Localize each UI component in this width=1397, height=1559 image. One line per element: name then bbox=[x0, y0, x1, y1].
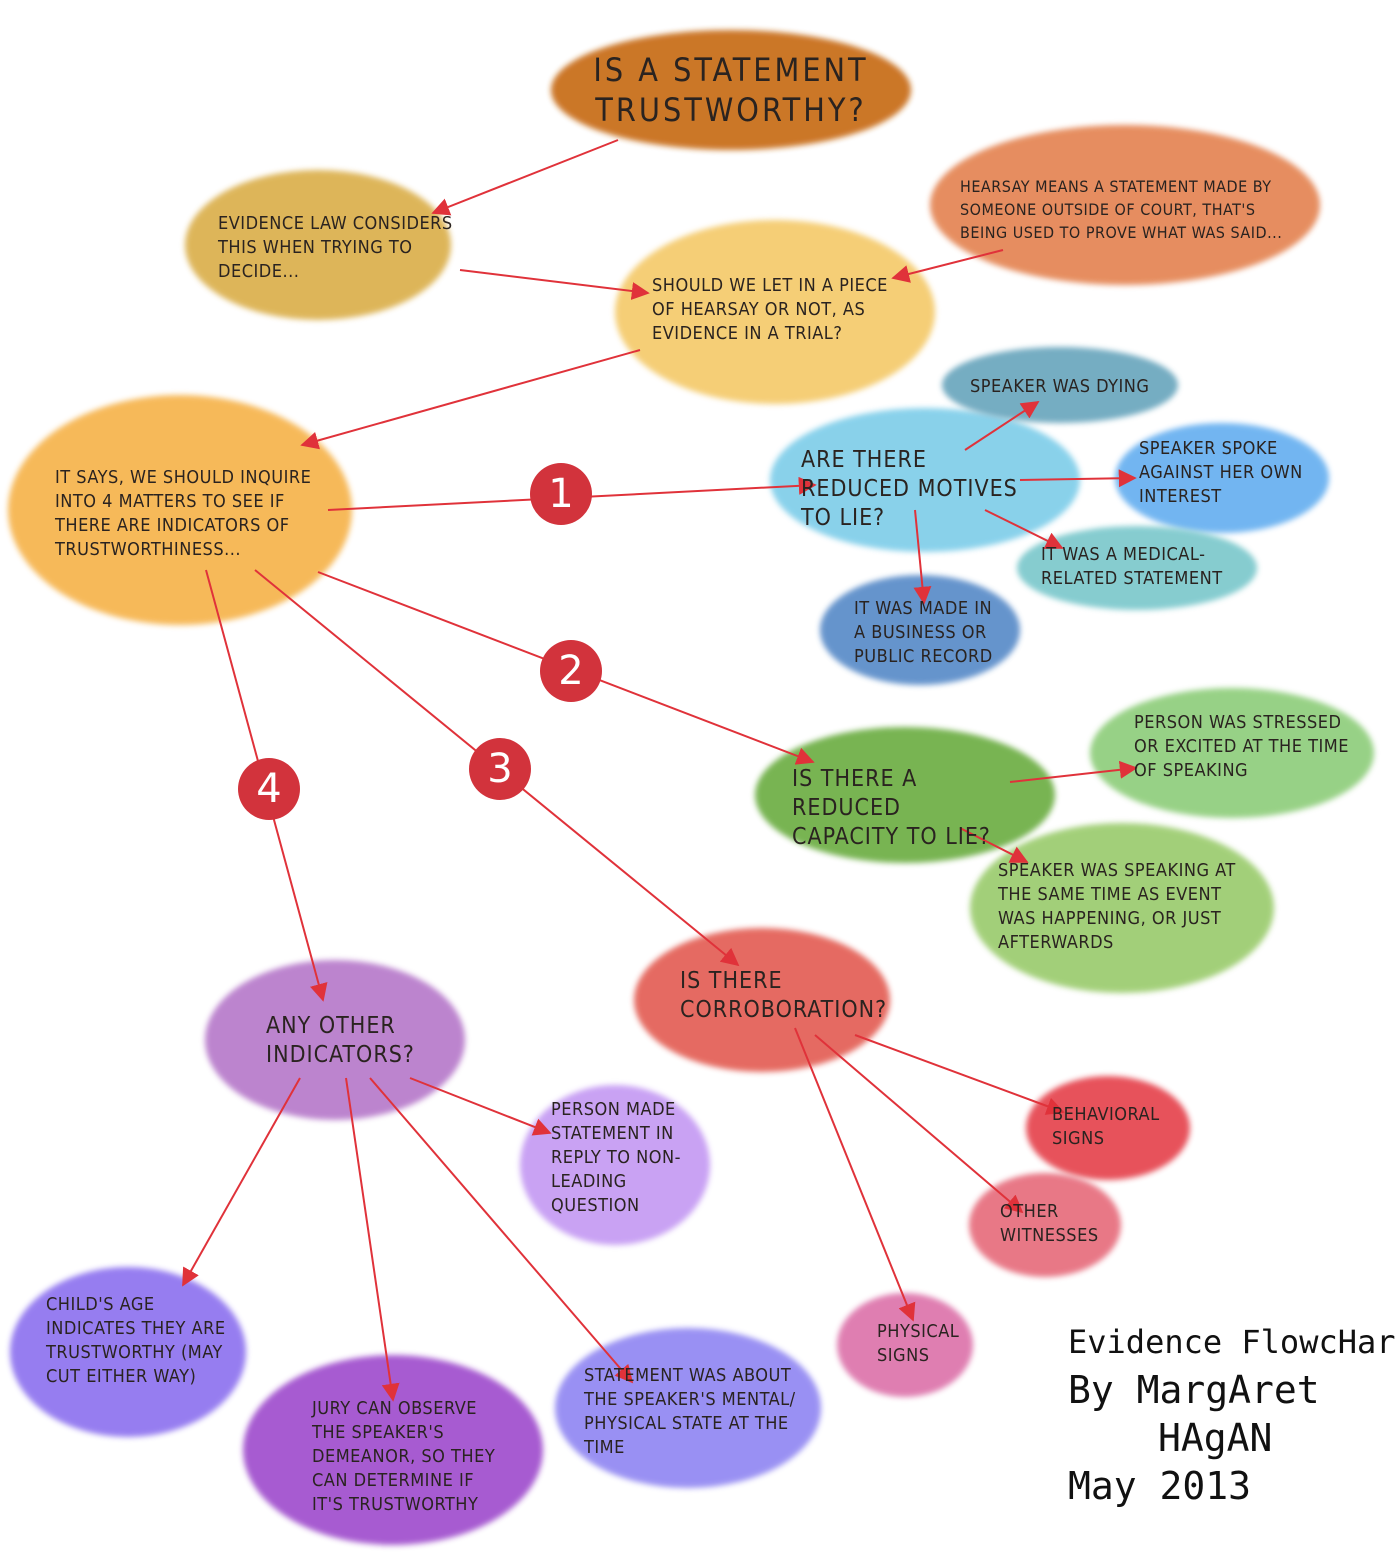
capacity-text: IS THERE A REDUCED CAPACITY TO LIE? bbox=[792, 766, 991, 850]
arrow-title-to-evidence-law bbox=[431, 139, 619, 216]
motives-blob bbox=[770, 408, 1080, 552]
dying-text: SPEAKER WAS DYING bbox=[970, 376, 1150, 397]
other-witnesses-text: OTHER WITNESSES bbox=[1000, 1201, 1099, 1246]
title-blob bbox=[551, 30, 911, 150]
arrow-hearsay-to-question bbox=[891, 249, 1004, 283]
against-interest-text: SPEAKER SPOKE AGAINST HER OWN INTEREST bbox=[1139, 438, 1303, 507]
evidence-law-text: EVIDENCE LAW CONSIDERS THIS WHEN TRYING … bbox=[218, 213, 453, 282]
inquire-blob bbox=[8, 395, 352, 625]
title-text: IS A STATEMENT TRUSTWORTHY? bbox=[593, 51, 869, 129]
against-interest-blob bbox=[1115, 423, 1329, 533]
inquire-text: IT SAYS, WE SHOULD INQUIRE INTO 4 MATTER… bbox=[55, 467, 312, 560]
corroboration-blob bbox=[634, 928, 890, 1072]
badge-4: 4 bbox=[238, 758, 300, 820]
same-time-blob bbox=[970, 823, 1274, 993]
arrow-other-indicators-to-non-leading bbox=[409, 1077, 552, 1136]
badge-2: 2 bbox=[540, 640, 602, 702]
behavioral-text: BEHAVIORAL SIGNS bbox=[1052, 1104, 1160, 1149]
jury-text: JURY CAN OBSERVE THE SPEAKER'S DEMEANOR,… bbox=[312, 1398, 496, 1515]
behavioral-blob bbox=[1026, 1076, 1190, 1180]
arrow-motives-to-business bbox=[913, 509, 932, 605]
motives-text: ARE THERE REDUCED MOTIVES TO LIE? bbox=[801, 447, 1018, 531]
arrow-motives-to-against-interest bbox=[1019, 469, 1137, 488]
arrow-motives-to-medical bbox=[984, 509, 1064, 549]
badge-1: 1 bbox=[530, 463, 592, 525]
physical-blob bbox=[837, 1293, 973, 1397]
childs-age-blob bbox=[10, 1267, 246, 1437]
physical-text: PHYSICAL SIGNS bbox=[877, 1321, 960, 1366]
dying-blob bbox=[942, 347, 1178, 423]
same-time-text: SPEAKER WAS SPEAKING AT THE SAME TIME AS… bbox=[998, 860, 1236, 953]
arrow-capacity-to-stressed bbox=[1009, 760, 1138, 783]
arrow-corroboration-to-behavioral bbox=[854, 1034, 1065, 1115]
hearsay-def-blob bbox=[930, 125, 1320, 285]
arrow-other-indicators-to-childs-age bbox=[182, 1077, 301, 1287]
hearsay-def-text: HEARSAY MEANS A STATEMENT MADE BY SOMEON… bbox=[960, 177, 1283, 242]
stressed-text: PERSON WAS STRESSED OR EXCITED AT THE TI… bbox=[1134, 712, 1349, 781]
arrow-motives-to-dying bbox=[964, 401, 1040, 451]
arrow-question-to-inquire bbox=[300, 349, 641, 450]
badge-3: 3 bbox=[469, 738, 531, 800]
medical-text: IT WAS A MEDICAL-RELATED STATEMENT bbox=[1041, 544, 1223, 589]
mental-state-text: STATEMENT WAS ABOUT THE SPEAKER'S MENTAL… bbox=[584, 1365, 796, 1458]
question-text: SHOULD WE LET IN A PIECE OF HEARSAY OR N… bbox=[652, 275, 888, 344]
business-blob bbox=[820, 575, 1020, 685]
arrow-corroboration-to-other-witnesses bbox=[814, 1034, 1024, 1214]
question-blob bbox=[615, 220, 935, 404]
jury-blob bbox=[243, 1355, 543, 1545]
arrow-evidence-law-to-question bbox=[459, 269, 650, 300]
signature-line-3: HAgAN bbox=[1158, 1416, 1273, 1460]
other-indicators-blob bbox=[205, 960, 465, 1120]
other-indicators-text: ANY OTHER INDICATORS? bbox=[266, 1013, 415, 1068]
childs-age-text: CHILD'S AGE INDICATES THEY ARE TRUSTWORT… bbox=[46, 1294, 226, 1387]
arrow-capacity-to-same-time bbox=[959, 827, 1029, 863]
signature-line-2: By MargAret bbox=[1068, 1368, 1320, 1412]
signature-line-4: May 2013 bbox=[1068, 1464, 1252, 1508]
arrow-other-indicators-to-jury bbox=[345, 1077, 400, 1402]
non-leading-text: PERSON MADE STATEMENT IN REPLY TO NON-LE… bbox=[551, 1099, 681, 1216]
medical-blob bbox=[1017, 526, 1257, 610]
capacity-blob bbox=[755, 727, 1055, 863]
non-leading-blob bbox=[520, 1085, 710, 1245]
arrow-other-indicators-to-mental-state bbox=[369, 1077, 634, 1384]
signature-line-1: Evidence FlowcHart bbox=[1068, 1323, 1397, 1361]
stressed-blob bbox=[1090, 688, 1374, 818]
evidence-law-blob bbox=[185, 170, 451, 320]
corroboration-text: IS THERE CORROBORATION? bbox=[680, 968, 888, 1023]
signature: Evidence FlowcHart By MargAret HAgAN May… bbox=[1068, 1318, 1397, 1510]
business-text: IT WAS MADE IN A BUSINESS OR PUBLIC RECO… bbox=[854, 598, 993, 667]
arrow-corroboration-to-physical bbox=[794, 1027, 916, 1322]
